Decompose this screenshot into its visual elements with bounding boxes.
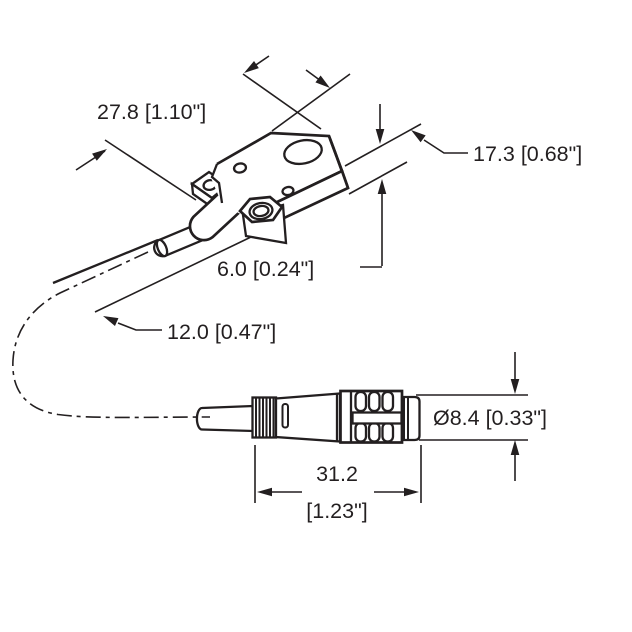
arrowhead — [92, 149, 107, 161]
arrowhead — [244, 61, 259, 73]
arrowhead — [103, 316, 119, 327]
dim-connector-diameter: Ø8.4 [0.33"] — [416, 352, 547, 481]
dimension-extension-lines — [94, 73, 351, 313]
arrowhead — [315, 75, 330, 88]
nut-mid-band — [351, 411, 403, 425]
connector-nut — [339, 389, 404, 444]
cable-break-edge — [52, 238, 159, 285]
arrowhead — [257, 487, 272, 497]
dim-sensor-width: 17.3 [0.68"] — [305, 69, 582, 166]
sensor-isometric-view — [52, 131, 350, 285]
arrowhead — [375, 129, 385, 144]
boss-hole-outer — [248, 201, 274, 221]
dimension-label-cable-exit: 12.0 [0.47"] — [167, 320, 276, 344]
dim-connector-length: 31.2 [1.23"] — [254, 445, 422, 523]
dimension-label-connector-length-in: [1.23"] — [306, 499, 367, 523]
dim-sensor-thickness: 6.0 [0.24"] — [217, 104, 422, 281]
arrowhead — [510, 379, 520, 394]
dimension-label-connector-length-mm: 31.2 — [316, 462, 358, 486]
small-hole-1 — [232, 162, 248, 174]
cable-cut-face — [155, 238, 169, 258]
dimension-label-length: 27.8 [1.10"] — [97, 100, 206, 124]
connector-body — [274, 392, 342, 443]
dim-sensor-length: 27.8 [1.10"] — [75, 55, 270, 171]
dimension-label-connector-diameter: Ø8.4 [0.33"] — [433, 406, 547, 430]
dim-cable-exit: 12.0 [0.47"] — [103, 316, 276, 344]
arrowhead — [411, 130, 426, 143]
arrowhead — [377, 179, 387, 194]
dimension-label-width: 17.3 [0.68"] — [473, 142, 582, 166]
body-slot-mark — [281, 403, 289, 429]
connector-cable — [195, 404, 255, 433]
hex-boss-ear — [238, 195, 288, 245]
small-hole-2 — [281, 185, 295, 197]
connector-tip — [400, 395, 421, 442]
arrowhead — [404, 487, 419, 497]
connector — [195, 389, 421, 444]
sensing-face-hole — [283, 138, 323, 166]
boss-hole-inner — [252, 204, 270, 218]
dimension-label-thickness: 6.0 [0.24"] — [217, 257, 314, 281]
arrowhead — [510, 440, 520, 455]
strain-relief — [251, 396, 278, 439]
